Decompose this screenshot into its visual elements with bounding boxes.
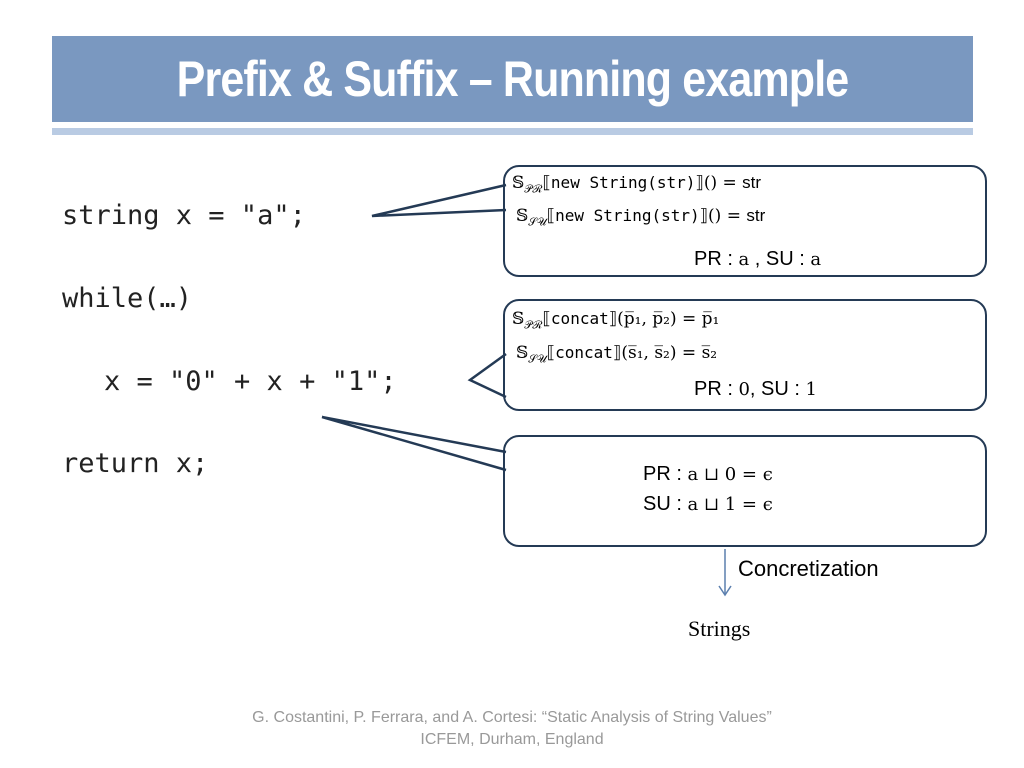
expr-text: new String(str) [555,206,700,225]
pr-value: a [738,249,750,270]
su-label: , SU : [749,248,811,270]
semantics-symbol: 𝕊 [516,206,529,226]
callout-pointer-3 [321,415,507,472]
callout-pointer-2 [467,352,507,399]
pr-subscript: 𝒫ℛ [524,318,543,332]
rhs-text: str [742,173,762,192]
box2-result: PR : 0, SU : 1 [694,378,817,401]
su-value: 1 [805,379,817,400]
args-text: () [703,173,718,193]
code-line-3: x = "0" + x + "1"; [104,366,397,397]
title-rule [52,128,973,135]
rhs-text: s̅₂ [701,343,718,363]
strings-label: Strings [688,616,751,641]
semantics-symbol: 𝕊 [516,343,529,363]
code-line-4: return x; [62,448,209,479]
args-text: () [708,206,722,226]
semantics-symbol: 𝕊 [512,173,525,193]
footer-citation: G. Costantini, P. Ferrara, and A. Cortes… [252,709,772,726]
rhs-text: p̅₁ [701,309,720,329]
args-text: (p̅₁, p̅₂) [617,309,677,329]
rhs-text: str [746,206,766,225]
su-label: SU : [643,493,688,515]
code-line-1: string x = "a"; [62,200,306,231]
code-line-2: while(…) [62,283,193,314]
box2-su-semantics: 𝕊𝒮𝒰⟦concat⟧(s̅₁, s̅₂) = s̅₂ [516,343,718,366]
concretization-label: Concretization [738,556,879,581]
box2-pr-semantics: 𝕊𝒫ℛ⟦concat⟧(p̅₁, p̅₂) = p̅₁ [512,309,720,332]
su-expression: a ⊔ 1 = ϵ [687,494,773,515]
box1-pr-semantics: 𝕊𝒫ℛ⟦new String(str)⟧() = str [512,173,762,196]
box1-result: PR : a , SU : a [694,248,821,271]
callout-box-1 [503,165,987,277]
callout-box-3 [503,435,987,547]
pr-subscript: 𝒫ℛ [524,182,543,196]
su-subscript: 𝒮𝒰 [528,215,547,229]
expr-text: concat [555,343,613,362]
box3-su-line: SU : a ⊔ 1 = ϵ [643,493,773,516]
pr-label: PR : [643,463,688,485]
su-subscript: 𝒮𝒰 [528,352,547,366]
concretization-arrow-head [718,585,732,597]
semantics-symbol: 𝕊 [512,309,525,329]
footer-venue: ICFEM, Durham, England [420,731,604,748]
expr-text: concat [550,309,609,328]
pr-label: PR : [694,378,739,400]
box1-su-semantics: 𝕊𝒮𝒰⟦new String(str)⟧() = str [516,206,766,229]
callout-pointer-1 [371,183,507,218]
callout-box-2 [503,299,987,411]
box3-pr-line: PR : a ⊔ 0 = ϵ [643,463,773,486]
slide-title: Prefix & Suffix – Running example [176,51,850,107]
pr-label: PR : [694,248,739,270]
su-label: , SU : [749,378,806,400]
expr-text: new String(str) [550,173,696,192]
su-value: a [810,249,822,270]
pr-expression: a ⊔ 0 = ϵ [687,464,773,485]
title-bar: Prefix & Suffix – Running example [52,36,973,122]
pr-value: 0 [738,379,750,400]
args-text: (s̅₁, s̅₂) [621,343,677,363]
